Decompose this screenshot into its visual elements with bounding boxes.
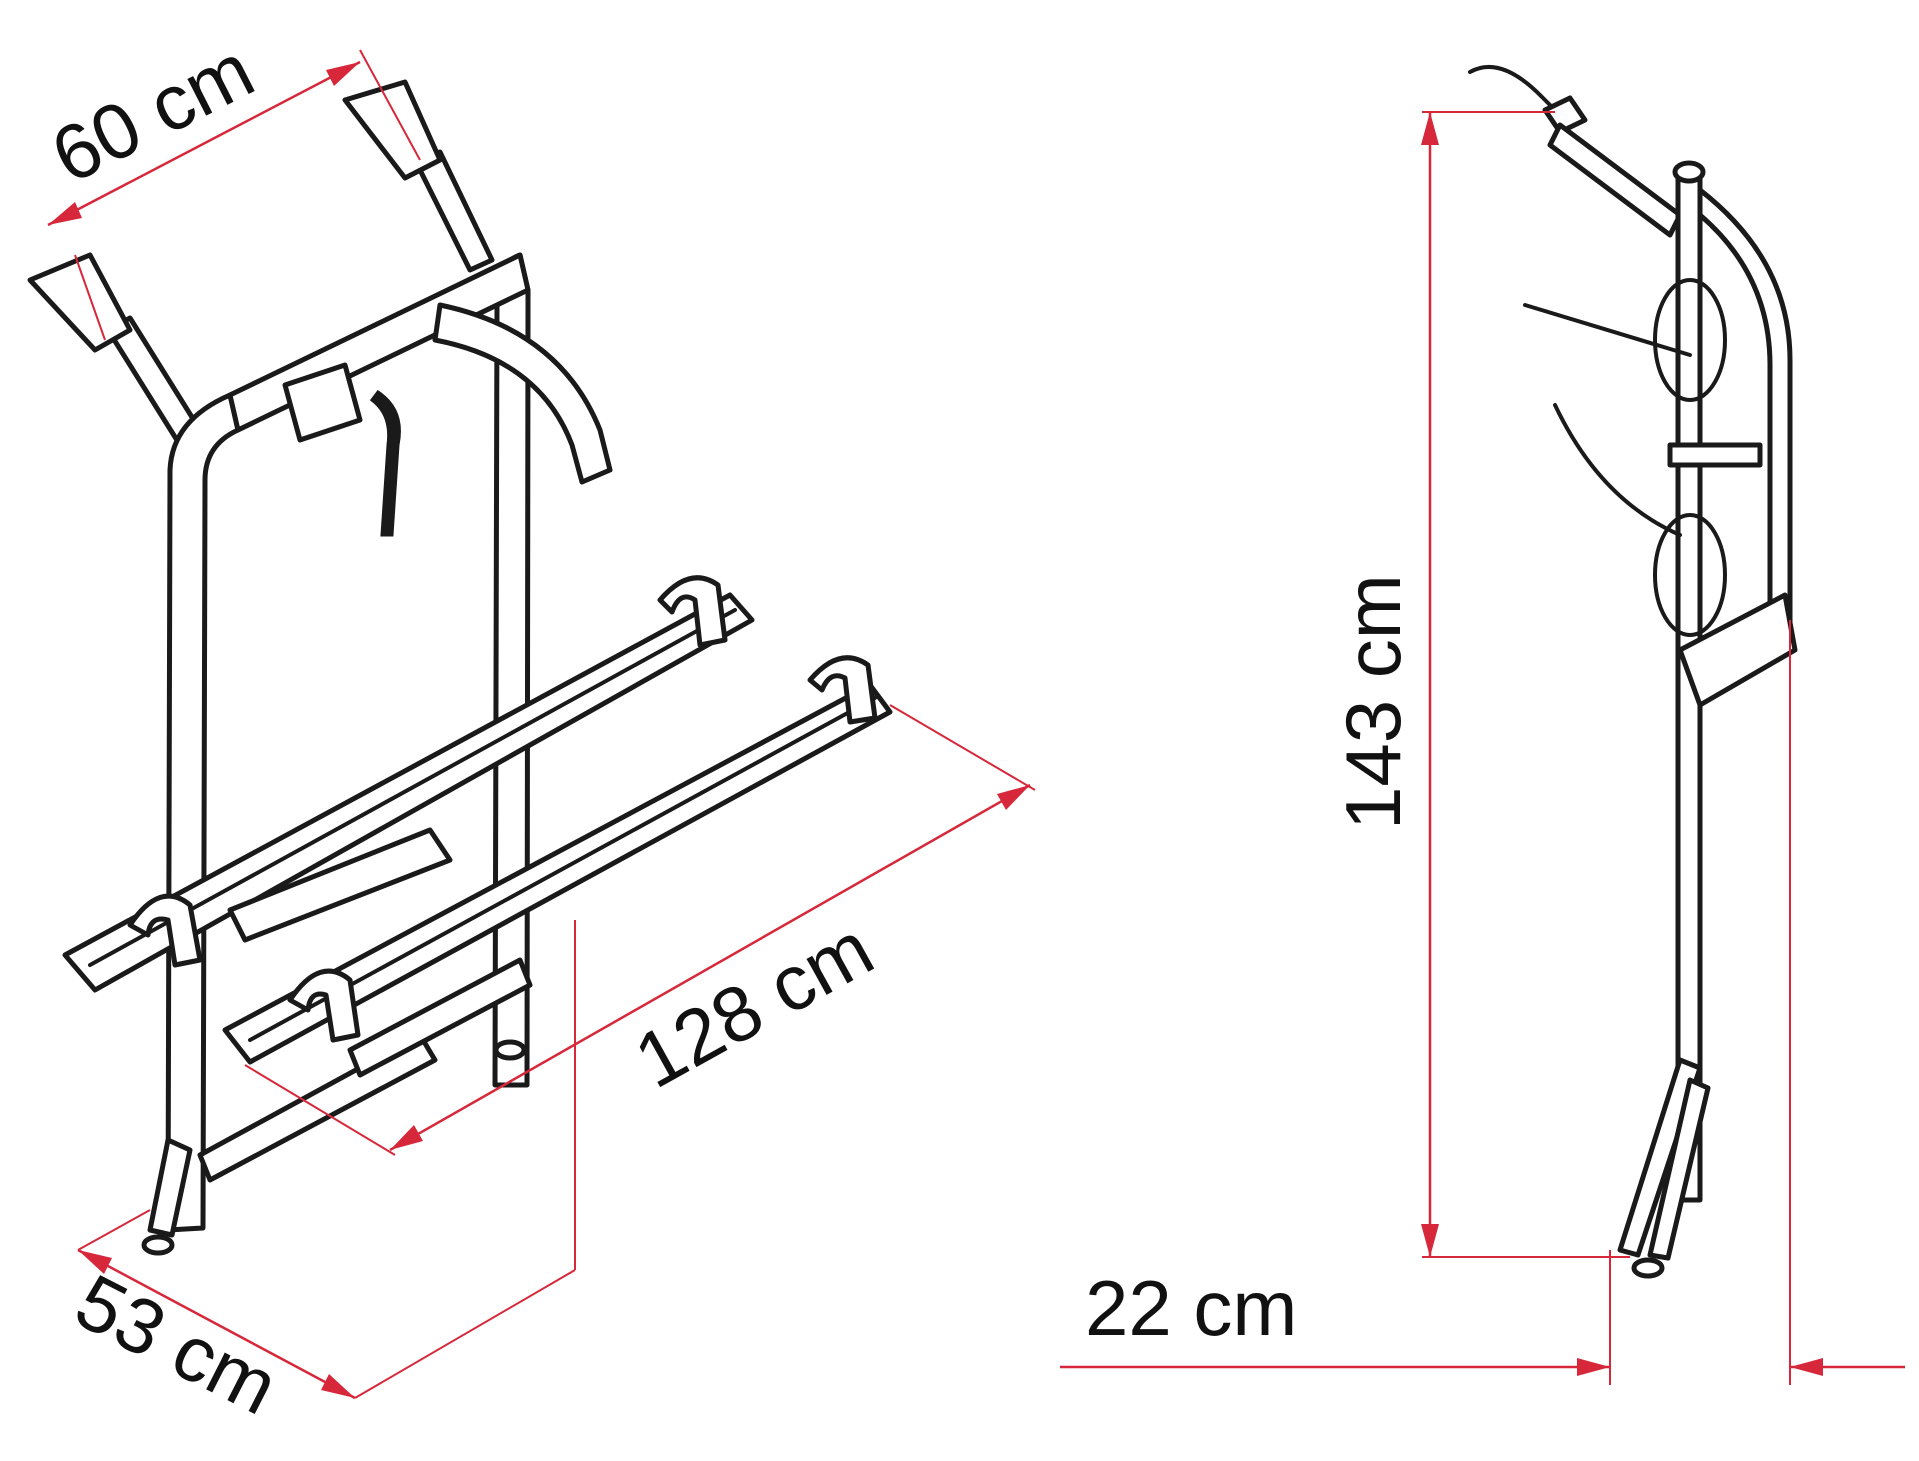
upper-side-strap [1523, 303, 1692, 357]
frame-curved-tube [432, 302, 613, 485]
frame-left-tube [165, 392, 241, 1233]
side-tube-cap [1672, 160, 1706, 184]
ext-line-128cm-end [889, 704, 1036, 791]
rack-side-view [1468, 64, 1798, 1279]
side-rail-bracket [1677, 592, 1798, 708]
upper-rail-strap-right [657, 575, 728, 648]
left-mounting-bracket [27, 252, 133, 353]
top-mount-block [1542, 95, 1588, 135]
side-curved-tube [1697, 187, 1793, 653]
ext-line-60cm-right [359, 49, 421, 161]
dimension-lines [47, 49, 1905, 1400]
ext-line-53cm-right [354, 1269, 576, 1399]
label-width-top: 60 cm [38, 25, 267, 200]
arrow-icon [390, 1125, 423, 1150]
lower-side-strap [1553, 403, 1682, 537]
side-foot [1631, 1257, 1665, 1279]
arrow-icon [78, 1250, 112, 1274]
side-lower-leg-back [1647, 1077, 1711, 1261]
ext-line-53cm-left [77, 1209, 151, 1251]
lower-rail-strap-left [287, 968, 361, 1043]
arrow-icon [997, 785, 1030, 810]
label-side-depth: 22 cm [1085, 1264, 1297, 1352]
rack-perspective-view [27, 79, 893, 1256]
label-height: 143 cm [1329, 574, 1417, 830]
rail-support-arm [227, 827, 453, 943]
upper-wheel-loop [1653, 278, 1727, 402]
lower-rail-strap-right [807, 655, 878, 725]
top-hook [1468, 64, 1562, 117]
arrow-icon [321, 1374, 355, 1398]
hanging-strap [369, 389, 401, 537]
side-clamp-upper [1667, 442, 1763, 468]
left-foot-tube [147, 1137, 193, 1238]
right-mounting-bracket [342, 79, 443, 181]
right-foot [493, 1039, 527, 1061]
upper-wheel-rail-groove [88, 608, 737, 967]
dim-line-60cm [47, 60, 361, 227]
arrow-icon [1790, 1358, 1823, 1376]
ext-line-128cm-start [244, 1064, 396, 1156]
label-rail-length: 128 cm [621, 904, 887, 1105]
arrow-icon [1421, 1224, 1439, 1257]
arrow-icon [1421, 112, 1439, 145]
lower-cross-tube [347, 957, 533, 1078]
ext-line-60cm-left [74, 254, 106, 341]
side-lower-leg-front [1617, 1057, 1703, 1258]
lower-wheel-loop [1653, 513, 1727, 637]
left-foot [141, 1234, 175, 1256]
arrow-icon [48, 202, 82, 225]
upper-rail-strap-left [127, 893, 203, 968]
arrow-icon [326, 62, 360, 86]
top-clamp [282, 362, 363, 443]
label-depth: 53 cm [62, 1257, 291, 1432]
dimension-labels: 60 cm 53 cm 128 cm 143 cm 22 cm [38, 25, 1417, 1431]
dim-line-128cm [389, 783, 1031, 1152]
arrow-icon [1577, 1358, 1610, 1376]
side-upper-arm [1547, 122, 1683, 238]
lower-wheel-rail-groove [248, 696, 877, 1042]
dim-line-53cm [77, 1248, 356, 1400]
